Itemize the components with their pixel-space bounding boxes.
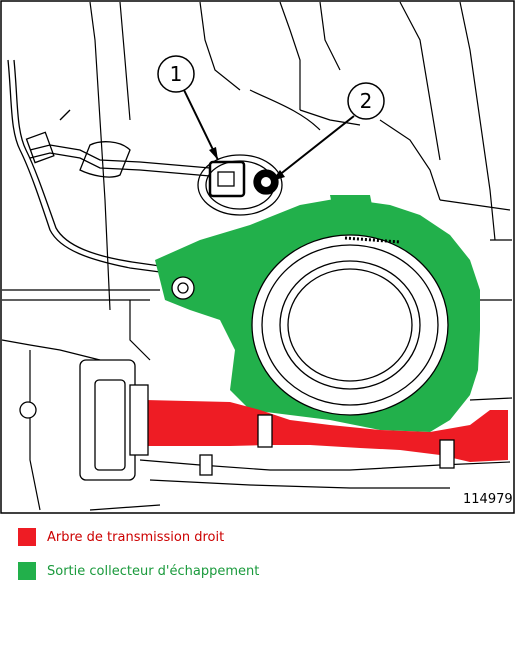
legend-label-driveshaft: Arbre de transmission droit (47, 529, 225, 545)
figure-number: 114979 (463, 492, 513, 507)
flange-bolt (171, 276, 195, 300)
callout-2-label: 2 (360, 89, 373, 113)
mounting-studs (199, 414, 455, 476)
callout-2: 2 (272, 82, 385, 181)
legend-swatch-red (18, 528, 36, 546)
wire-harness (7, 59, 211, 273)
legend-swatch-green (18, 562, 36, 580)
callout-1: 1 (157, 55, 219, 161)
engine-diagram: 1 2 114979 (0, 0, 515, 514)
driveshaft-joint (19, 359, 149, 481)
legend-label-exhaust: Sortie collecteur d'échappement (47, 563, 260, 579)
driveshaft-highlight (145, 400, 508, 462)
legend-item-driveshaft: Arbre de transmission droit (18, 528, 224, 546)
legend-item-exhaust: Sortie collecteur d'échappement (18, 562, 259, 580)
exhaust-ring (251, 234, 449, 416)
sensor-boss (197, 154, 283, 216)
callout-1-label: 1 (170, 62, 183, 86)
